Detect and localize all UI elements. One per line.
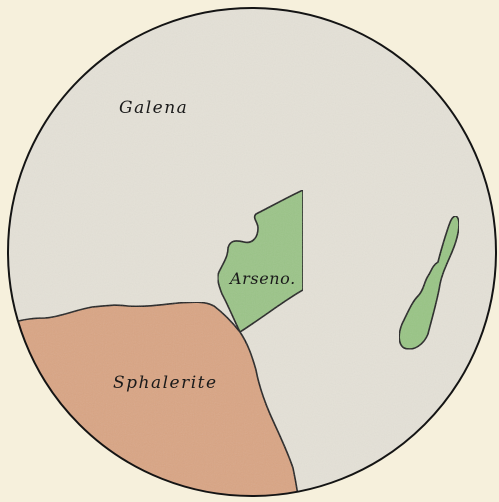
label-sphalerite: Sphalerite [113, 373, 218, 393]
label-arseno: Arseno. [228, 269, 296, 288]
label-galena: Galena [119, 98, 188, 118]
